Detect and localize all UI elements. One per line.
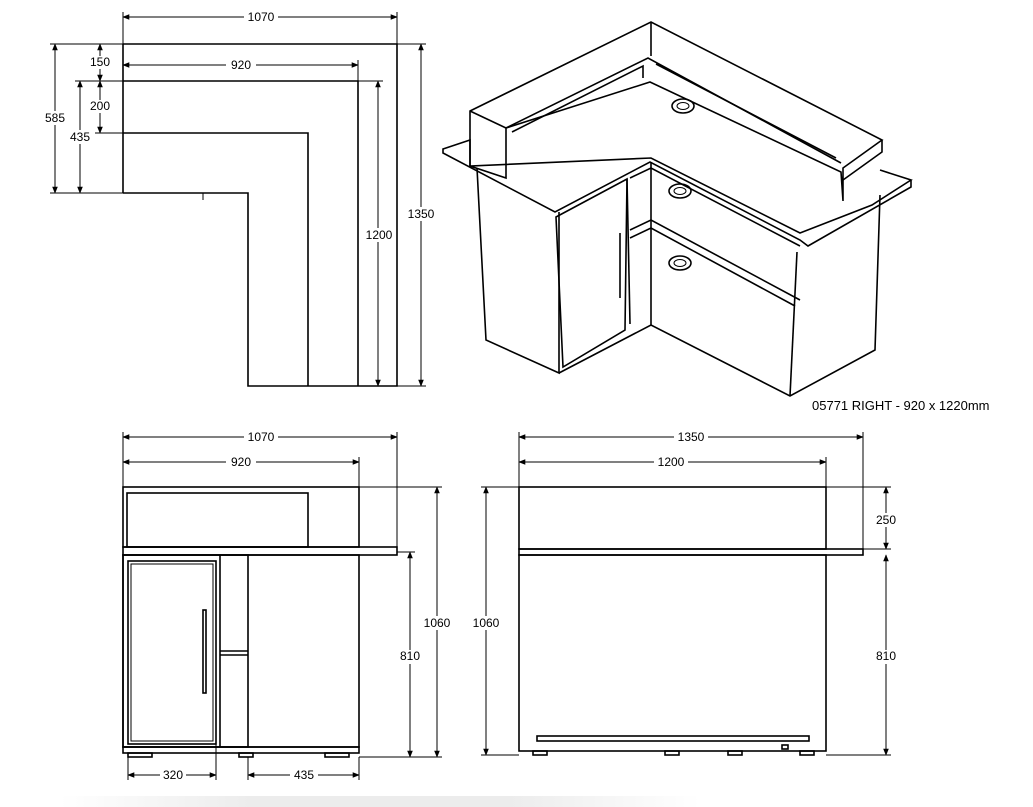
front-door-handle xyxy=(202,609,207,694)
plan-counter-edge xyxy=(123,132,309,386)
front-countertop xyxy=(122,546,398,556)
iso-door xyxy=(555,177,628,369)
front-elevation: 1070 920 1060 810 320 435 xyxy=(122,430,452,782)
label-plan-585: 585 xyxy=(45,111,65,125)
front-upper-hutch xyxy=(122,486,360,548)
cable-grommet-icon xyxy=(668,255,692,271)
plan-inner-edge xyxy=(123,80,359,386)
side-elevation: 1350 1200 1060 250 810 xyxy=(471,430,899,756)
label-side-810: 810 xyxy=(876,649,896,663)
front-door xyxy=(127,560,217,745)
iso-countertop xyxy=(442,138,913,247)
iso-upper-hutch xyxy=(469,21,884,202)
side-kickplate xyxy=(536,735,810,742)
label-front-1070: 1070 xyxy=(248,430,275,444)
label-side-1200: 1200 xyxy=(658,455,685,469)
label-side-250: 250 xyxy=(876,513,896,527)
label-plan-1350: 1350 xyxy=(408,207,435,221)
side-countertop xyxy=(518,548,864,556)
plan-outline xyxy=(123,43,398,387)
cable-grommet-icon xyxy=(671,98,695,114)
label-plan-1200: 1200 xyxy=(366,228,393,242)
label-front-320: 320 xyxy=(163,768,183,782)
label-plan-435: 435 xyxy=(70,130,90,144)
label-side-1060: 1060 xyxy=(473,616,500,630)
label-front-1060: 1060 xyxy=(424,616,451,630)
bottom-fade xyxy=(60,796,700,807)
label-front-810: 810 xyxy=(400,649,420,663)
side-body xyxy=(518,554,827,752)
label-front-920: 920 xyxy=(231,455,251,469)
side-upper xyxy=(518,486,827,550)
plan-view: 1070 920 585 435 150 200 1200 1350 xyxy=(40,10,436,387)
iso-body xyxy=(476,167,560,375)
isometric-view xyxy=(442,21,913,397)
label-plan-920: 920 xyxy=(231,58,251,72)
label-plan-1070: 1070 xyxy=(248,10,275,24)
label-plan-150: 150 xyxy=(90,55,110,69)
label-front-435: 435 xyxy=(294,768,314,782)
label-plan-200: 200 xyxy=(90,99,110,113)
cable-grommet-icon xyxy=(668,183,692,199)
product-caption: 05771 RIGHT - 920 x 1220mm xyxy=(812,398,990,413)
label-side-1350: 1350 xyxy=(678,430,705,444)
